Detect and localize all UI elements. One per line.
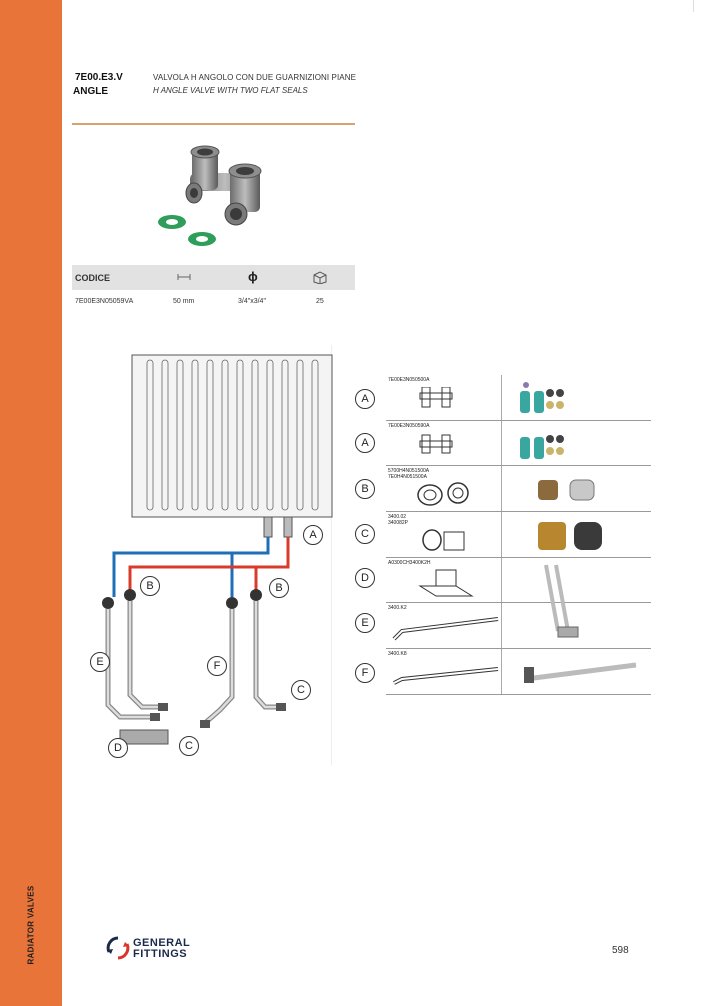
part-row: 3400.K8 <box>386 649 651 695</box>
brand-line-1: GENERAL <box>133 937 191 949</box>
product-code: 7E00.E3.V <box>75 72 123 83</box>
part-row: A0300CH3400K2H <box>386 557 651 604</box>
cell-interaxis: 50 mm <box>173 298 195 305</box>
diagram-label-b1: B <box>140 576 160 596</box>
valve-drawing <box>419 387 453 408</box>
part-row: 7E00E3N050500A <box>386 375 651 421</box>
part-divider <box>501 557 502 603</box>
divider <box>331 345 332 765</box>
part-code: 5700H4N051500A 7E0H4N051500A <box>388 468 430 481</box>
parts-legend: 7E00E3N050500A 7E00E3N050590A <box>386 375 651 695</box>
cell-diameter: 3/4"x3/4" <box>238 298 266 305</box>
part-divider <box>501 420 502 466</box>
part-label-a2: A <box>355 433 375 453</box>
interaxis-icon <box>177 274 191 280</box>
package-icon <box>313 271 327 284</box>
part-divider <box>501 649 502 694</box>
valve-photo <box>520 434 564 459</box>
part-divider <box>501 603 502 649</box>
brand-line-2: FITTINGS <box>133 948 188 960</box>
page-number: 598 <box>612 945 629 956</box>
part-label-d: D <box>355 568 375 588</box>
diagram-label-e: E <box>90 652 110 672</box>
part-label-e: E <box>355 613 375 633</box>
pipe-e-drawing <box>392 617 499 641</box>
adapter-drawing <box>422 529 465 551</box>
part-row: 5700H4N051500A 7E0H4N051500A <box>386 466 651 513</box>
part-label-f: F <box>355 663 375 683</box>
part-code: 7E00E3N050500A <box>388 377 430 383</box>
part-divider <box>501 375 502 420</box>
part-label-a1: A <box>355 389 375 409</box>
pipe-e-photo <box>544 565 579 638</box>
part-divider <box>501 466 502 512</box>
header-codice: CODICE <box>75 273 111 283</box>
part-label-b: B <box>355 479 375 499</box>
part-row: 3400.02 340082P <box>386 512 651 558</box>
diagram-label-a: A <box>303 525 323 545</box>
diagram-label-d: D <box>108 738 128 758</box>
sidebar: RADIATOR VALVES <box>0 0 62 1006</box>
fitting-drawing <box>417 482 469 507</box>
diagram-label-b2: B <box>269 578 289 598</box>
part-code: 3400.K2 <box>388 605 407 612</box>
part-row: 7E00E3N050590A <box>386 420 651 467</box>
valve-drawing <box>419 434 453 454</box>
header-rule <box>72 123 355 125</box>
diagram-label-c2: C <box>179 736 199 756</box>
product-image <box>158 145 262 246</box>
fitting-photo <box>538 479 595 501</box>
pipe-f-photo <box>524 662 637 684</box>
section-label: RADIATOR VALVES <box>26 885 36 965</box>
cell-codice: 7E00E3N05059VA <box>75 298 134 305</box>
title-italian: VALVOLA H ANGOLO CON DUE GUARNIZIONI PIA… <box>153 73 357 82</box>
part-label-c: C <box>355 524 375 544</box>
valve-photo <box>520 382 564 413</box>
part-code: 3400.02 340082P <box>388 514 409 527</box>
part-code: 3400.K8 <box>388 651 407 658</box>
pipe-f-drawing <box>393 667 499 685</box>
diameter-icon: ϕ <box>248 269 258 284</box>
part-row: 3400.K2 <box>386 565 651 650</box>
diagram-label-c1: C <box>291 680 311 700</box>
brand-logo-icon <box>106 936 130 960</box>
crop-mark <box>693 0 694 12</box>
brand-name: GENERAL FITTINGS <box>133 938 190 960</box>
bracket-drawing <box>418 569 474 597</box>
adapter-photo <box>538 522 602 551</box>
cell-package: 25 <box>316 298 324 305</box>
diagram-label-f: F <box>207 656 227 676</box>
part-divider <box>501 512 502 557</box>
installation-diagram <box>102 354 333 745</box>
part-code: A0300CH3400K2H <box>388 559 431 566</box>
product-family: ANGLE <box>73 86 108 97</box>
part-code: 7E00E3N050590A <box>388 422 430 429</box>
title-english: H ANGLE VALVE WITH TWO FLAT SEALS <box>153 86 308 95</box>
table-header: CODICE ϕ <box>72 265 355 290</box>
